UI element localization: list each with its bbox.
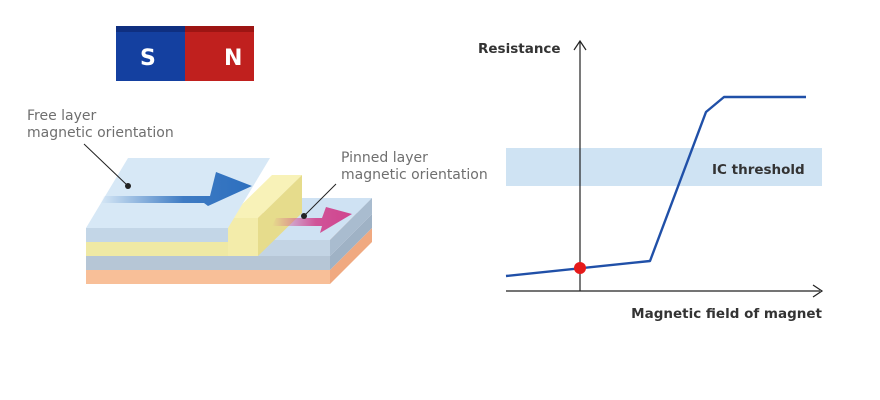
x-axis-arrowhead-icon [812, 284, 824, 298]
spacer-front [86, 242, 258, 256]
x-axis-label: Magnetic field of magnet [631, 306, 822, 322]
free-layer-leader-line [83, 143, 129, 187]
y-axis-arrowhead-icon [573, 39, 587, 51]
pinned-layer-leader-line [303, 183, 337, 217]
free-layer-label-line2: magnetic orientation [27, 125, 174, 141]
substrate-side [330, 214, 372, 270]
free-layer-front [86, 228, 228, 242]
bottom-layer-front [86, 270, 330, 284]
magnet-north-pole [185, 32, 254, 81]
pinned-layer-front [258, 240, 330, 256]
ic-threshold-band [506, 148, 822, 186]
magnet-north-label: N [224, 46, 242, 71]
layered-device [86, 158, 372, 284]
resistance-graph: IC threshold Resistance Magnetic field o… [478, 39, 824, 322]
magnet-north-top [185, 26, 254, 34]
free-layer-arrow-icon [100, 172, 252, 206]
free-layer-label-line1: Free layer [27, 108, 97, 124]
operating-point-marker [574, 262, 586, 274]
pinned-layer-side [330, 198, 372, 256]
magnet-south-pole [116, 32, 185, 81]
magnet-south-label: S [140, 46, 156, 71]
bottom-layer-side [330, 228, 372, 284]
pinned-layer-label-line1: Pinned layer [341, 150, 428, 166]
magnet-south-top [116, 26, 185, 34]
spacer-ridge-side [258, 175, 302, 256]
substrate-front [86, 256, 330, 270]
spacer-ridge-top [228, 175, 302, 218]
resistance-curve [505, 95, 806, 278]
bar-magnet: S N [116, 26, 254, 81]
pinned-layer-label-line2: magnetic orientation [341, 167, 488, 183]
ic-threshold-label: IC threshold [712, 162, 805, 178]
y-axis-label: Resistance [478, 41, 561, 57]
pinned-layer-arrow-icon [272, 207, 352, 233]
spacer-ridge-front [228, 218, 258, 256]
